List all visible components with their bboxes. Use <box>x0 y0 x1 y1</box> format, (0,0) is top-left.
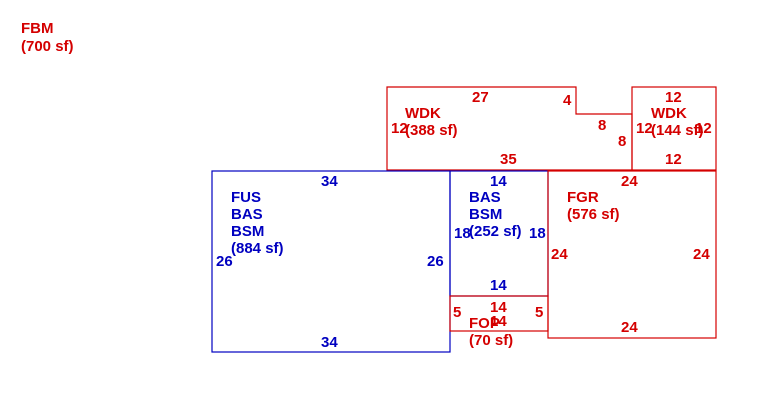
area-wdk-small[interactable]: WDK (144 sf) 12 12 12 12 <box>631 86 717 171</box>
wdk-small-code: WDK <box>651 105 687 122</box>
fus-code: FUS <box>231 189 261 206</box>
wdk-main-area: (388 sf) <box>405 122 458 139</box>
fop-dim-top: 14 <box>490 299 507 316</box>
bas-dim-bottom: 14 <box>490 277 507 294</box>
wdk-main-code: WDK <box>405 105 441 122</box>
area-fgr[interactable]: FGR (576 sf) 24 24 24 24 <box>547 170 717 339</box>
fop-dim-bottom: 14 <box>490 313 507 330</box>
bas-bsm: BSM <box>469 206 502 223</box>
fgr-dim-top: 24 <box>621 173 638 190</box>
fgr-dim-bottom: 24 <box>621 319 638 336</box>
fus-dim-left: 26 <box>216 253 233 270</box>
fop-dim-left: 5 <box>453 304 461 321</box>
fus-area: (884 sf) <box>231 240 284 257</box>
fus-dim-top: 34 <box>321 173 338 190</box>
bas-dim-left: 18 <box>454 225 471 242</box>
fop-area: (70 sf) <box>469 332 513 349</box>
summary-area: (700 sf) <box>21 38 74 55</box>
wdk-small-dim-bottom: 12 <box>665 151 682 168</box>
area-fus[interactable]: FUS BAS BSM (884 sf) 34 34 26 26 <box>211 170 451 353</box>
wdk-main-dim-left: 12 <box>391 120 408 137</box>
fgr-dim-right: 24 <box>693 246 710 263</box>
wdk-main-dim-bottom: 35 <box>500 151 517 168</box>
wdk-small-dim-right: 12 <box>695 120 712 137</box>
wdk-small-dim-left: 12 <box>636 120 653 137</box>
wdk-main-dim-notch-top: 4 <box>563 92 572 109</box>
fus-dim-right: 26 <box>427 253 444 270</box>
bas-dim-right: 18 <box>529 225 546 242</box>
wdk-small-area: (144 sf) <box>651 122 704 139</box>
area-bas[interactable]: BAS BSM (252 sf) 14 14 18 18 <box>449 170 549 297</box>
bas-code: BAS <box>469 189 501 206</box>
wdk-main-dim-top: 27 <box>472 89 489 106</box>
fop-outline <box>449 295 549 332</box>
wdk-small-outline <box>631 86 717 171</box>
fgr-outline <box>547 170 717 339</box>
fgr-dim-left: 24 <box>551 246 568 263</box>
fgr-area: (576 sf) <box>567 206 620 223</box>
area-fop[interactable]: FOP (70 sf) 14 14 5 5 <box>449 295 549 349</box>
bas-area: (252 sf) <box>469 223 522 240</box>
fgr-code: FGR <box>567 189 599 206</box>
bas-dim-top: 14 <box>490 173 507 190</box>
fus-bas: BAS <box>231 206 263 223</box>
fop-code: FOP <box>469 315 500 332</box>
fus-bsm: BSM <box>231 223 264 240</box>
summary-code: FBM <box>21 20 54 37</box>
wdk-small-dim-top: 12 <box>665 89 682 106</box>
fus-dim-bottom: 34 <box>321 334 338 351</box>
area-wdk-main[interactable]: WDK (388 sf) 27 4 8 8 12 35 <box>386 86 633 171</box>
wdk-main-dim-right-lower: 8 <box>618 133 626 150</box>
fop-dim-right: 5 <box>535 304 543 321</box>
wdk-main-dim-notch-side: 8 <box>598 117 606 134</box>
